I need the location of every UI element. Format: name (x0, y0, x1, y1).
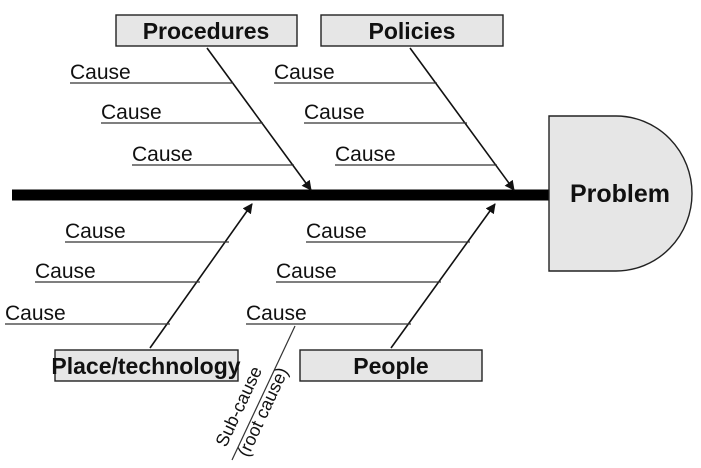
category-label-place: Place/technology (51, 353, 240, 379)
cause-label: Cause (35, 260, 96, 283)
cause-label: Cause (5, 302, 66, 325)
problem-label: Problem (570, 180, 670, 208)
cause-label: Cause (276, 260, 337, 283)
problem-head (548, 115, 693, 272)
category-box-place (54, 349, 239, 382)
subcause-line (231, 325, 296, 461)
category-label-policies: Policies (369, 18, 456, 44)
category-box-people (299, 349, 483, 382)
bone-place (149, 203, 253, 349)
category-label-people: People (353, 353, 428, 379)
bone-procedures (206, 47, 312, 191)
cause-label: Cause (335, 143, 396, 166)
category-box-policies (320, 14, 504, 47)
cause-label: Cause (132, 143, 193, 166)
cause-label: Cause (304, 101, 365, 124)
category-box-procedures (115, 14, 298, 47)
cause-label: Cause (101, 101, 162, 124)
bone-policies (409, 47, 515, 191)
cause-label: Cause (274, 61, 335, 84)
category-label-procedures: Procedures (143, 18, 270, 44)
bone-people (390, 203, 496, 349)
cause-label: Cause (70, 61, 131, 84)
cause-label: Cause (65, 220, 126, 243)
cause-label: Cause (246, 302, 307, 325)
cause-label: Cause (306, 220, 367, 243)
